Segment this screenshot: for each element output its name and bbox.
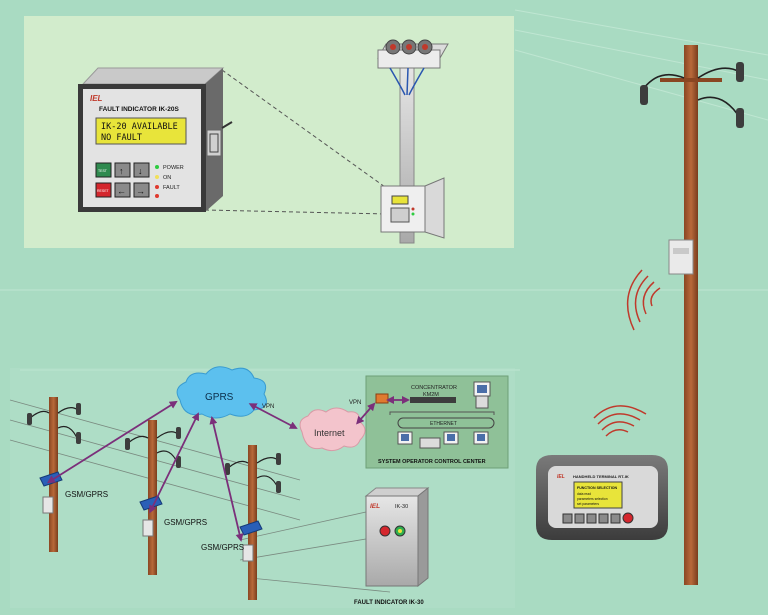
down-arrow-icon: ↓ — [138, 166, 143, 176]
ethernet-label: ETHERNET — [430, 421, 457, 427]
zoom-lines — [204, 69, 393, 215]
ik20s-lcd-line2: NO FAULT — [101, 133, 142, 143]
left-arrow-button[interactable] — [114, 182, 131, 198]
ik20s-brand: IEL — [90, 94, 103, 103]
test-button[interactable] — [95, 162, 112, 178]
down-arrow-button[interactable] — [133, 162, 150, 178]
ik20s-lcd-line1: IK-20 AVAILABLE — [101, 122, 178, 132]
test-button-label: TEST — [98, 169, 108, 173]
handheld-screen-line2: data read — [577, 492, 591, 496]
fault-led-2-icon — [155, 194, 159, 198]
power-led-label: POWER — [163, 165, 184, 171]
gsm-label-2: GSM/GPRS — [164, 518, 207, 527]
ik20s-title: FAULT INDICATOR IK-20S — [99, 106, 179, 113]
control-center-label: SYSTEM OPERATOR CONTROL CENTER — [378, 459, 486, 465]
handheld-screen-line4: set parameters — [577, 502, 599, 506]
right-arrow-button[interactable] — [133, 182, 150, 198]
reset-button-label: RESET — [97, 189, 110, 193]
left-arrow-icon: ← — [117, 186, 126, 196]
ik30-model: IK-30 — [395, 504, 408, 510]
fault-led-label: FAULT — [163, 185, 180, 191]
signal-waves-terminal-icon — [593, 405, 647, 437]
communication-arrows — [46, 396, 410, 542]
handheld-title: HANDHELD TERMINAL RT-IK — [573, 474, 629, 479]
power-led-icon — [155, 165, 159, 169]
concentrator-label-2: KM2M — [423, 392, 439, 398]
handheld-brand: IEL — [557, 474, 565, 480]
background-lines — [0, 9, 768, 371]
handheld-terminal — [536, 455, 668, 540]
on-led-label: ON — [163, 175, 171, 181]
ik30-caption: FAULT INDICATOR IK-30 — [354, 600, 424, 606]
ik20s-lcd — [95, 117, 187, 145]
up-arrow-icon: ↑ — [119, 166, 124, 176]
control-center-equipment — [375, 381, 495, 449]
internet-label: Internet — [314, 428, 345, 438]
right-arrow-icon: → — [136, 186, 145, 196]
gsm-label-1: GSM/GPRS — [65, 490, 108, 499]
on-led-icon — [155, 175, 159, 179]
reset-button[interactable] — [95, 182, 112, 198]
ik30-device — [364, 486, 430, 588]
sensor-mast — [377, 39, 449, 244]
gprs-label: GPRS — [205, 392, 234, 403]
vpn-label-a: VPN — [262, 404, 274, 410]
fault-led-icon — [155, 185, 159, 189]
handheld-screen-line3: parameters selection — [577, 497, 608, 501]
up-arrow-button[interactable] — [114, 162, 131, 178]
signal-waves-pole-icon — [626, 269, 661, 331]
vpn-label-b: VPN — [349, 400, 361, 406]
gsm-label-3: GSM/GPRS — [201, 543, 244, 552]
concentrator-label-1: CONCENTRATOR — [411, 385, 457, 391]
ik30-brand: IEL — [370, 503, 380, 510]
right-pole — [640, 45, 744, 585]
handheld-screen-line1: FUNCTION SELECTION — [577, 486, 618, 490]
